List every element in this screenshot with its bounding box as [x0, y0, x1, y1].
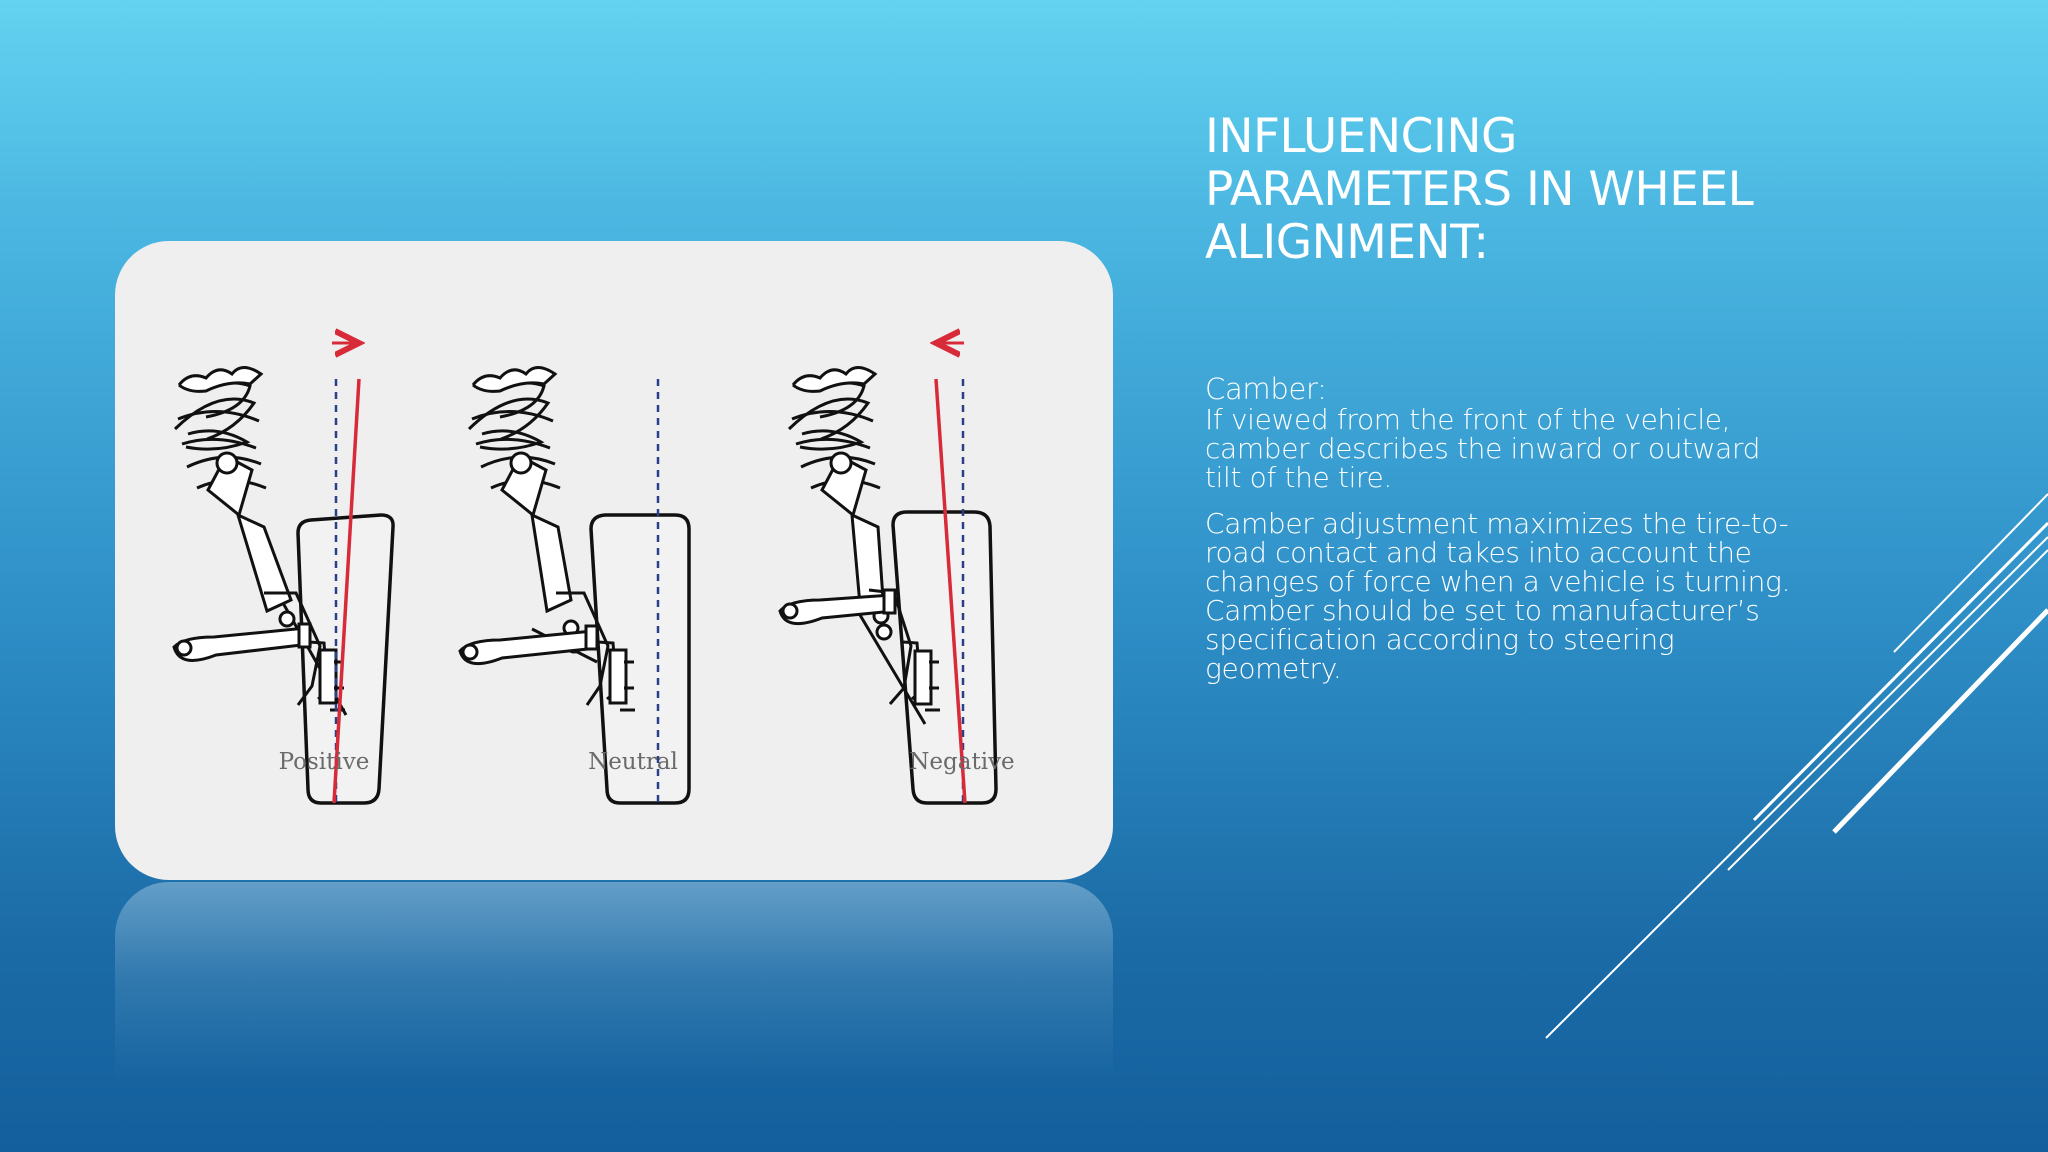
camber-adjustment-text: Camber adjustment maximizes the tire-to-… — [1205, 507, 1790, 685]
decor-line-1 — [1893, 493, 2048, 653]
negative-camber-illustration — [778, 343, 998, 805]
neutral-label: Neutral — [588, 749, 678, 775]
negative-label: Negative — [909, 749, 1014, 775]
camber-definition: If viewed from the front of the vehicle,… — [1205, 403, 1761, 494]
slide-title: INFLUENCING PARAMETERS IN WHEEL ALIGNMEN… — [1205, 109, 1754, 270]
camber-heading: Camber: — [1205, 372, 1327, 406]
neutral-camber-illustration — [458, 366, 691, 805]
decor-line-4 — [1832, 608, 2048, 834]
content-area: Camber: If viewed from the front of the … — [1205, 372, 1805, 685]
positive-camber-illustration — [172, 343, 395, 805]
camber-diagram: Positive Neutral Negative — [172, 241, 1015, 805]
camber-diagram-card: Positive Neutral Negative — [115, 241, 1113, 880]
card-reflection: Positive Neutral Negative — [115, 882, 1113, 1082]
positive-label: Positive — [279, 749, 370, 775]
title-area: INFLUENCING PARAMETERS IN WHEEL ALIGNMEN… — [1205, 110, 1825, 269]
